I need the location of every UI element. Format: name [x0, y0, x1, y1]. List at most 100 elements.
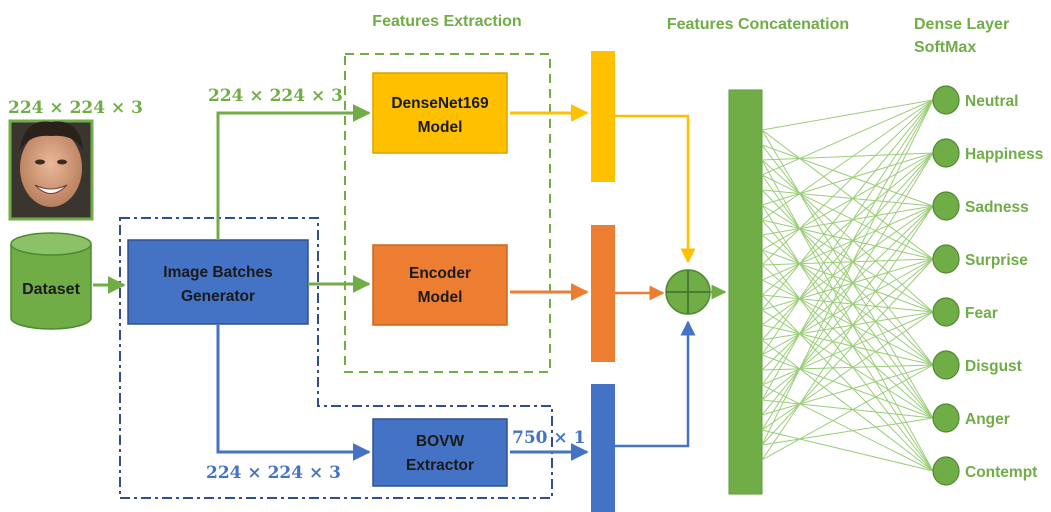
arrow-generator-to-bovw: [216, 324, 371, 461]
image-batches-generator-box: [127, 239, 309, 325]
header-features-concatenation: Features Concatenation: [667, 16, 849, 33]
densenet169-box: [372, 72, 508, 154]
class-label-fear: Fear: [965, 305, 998, 322]
dense-connection-line: [761, 429, 934, 472]
bovw-label-line1: BOVW: [416, 433, 465, 450]
dense-connection-line: [761, 205, 934, 236]
dense-connection-line: [761, 294, 934, 472]
encoder-box: [372, 244, 508, 326]
dense-connection-line: [761, 311, 934, 431]
dense-connection-line: [761, 205, 934, 416]
dense-connection-line: [761, 324, 934, 366]
bovw-output-dims: 750 × 1: [512, 428, 585, 448]
bovw-input-dims: 224 × 224 × 3: [206, 463, 341, 483]
encoder-label-line1: Encoder: [409, 265, 471, 282]
bovw-region: [119, 217, 553, 499]
dense-connection-line: [761, 364, 934, 461]
dense-connection-line: [761, 152, 934, 161]
output-node-neutral: [932, 85, 960, 115]
dense-connection-line: [761, 189, 934, 207]
class-label-disgust: Disgust: [965, 358, 1022, 375]
dense-connection-line: [761, 174, 934, 419]
dense-connection-line: [761, 205, 934, 281]
dense-connection-line: [761, 189, 934, 366]
generator-label-line2: Generator: [181, 288, 255, 305]
densenet-input-dims: 224 × 224 × 3: [208, 86, 343, 106]
dense-connection-line: [761, 99, 934, 131]
dense-connection-line: [761, 152, 934, 251]
class-label-happiness: Happiness: [965, 146, 1043, 163]
dense-connection-line: [761, 258, 934, 446]
features-extraction-region: [344, 53, 551, 373]
dense-connection-line: [761, 258, 934, 401]
dataset-cylinder: [10, 232, 92, 330]
dense-connection-line: [761, 99, 934, 221]
dense-connection-line: [761, 205, 934, 371]
class-label-neutral: Neutral: [965, 93, 1018, 110]
dense-connection-line: [761, 129, 934, 260]
bovw-label-line2: Extractor: [406, 457, 474, 474]
dense-connection-line: [761, 174, 934, 260]
dense-connection-line: [761, 249, 934, 313]
dense-connection-line: [761, 219, 934, 260]
class-label-anger: Anger: [965, 411, 1010, 428]
concatenated-feature-vector: [728, 89, 763, 495]
dense-connection-line: [761, 249, 934, 472]
output-node-surprise: [932, 244, 960, 274]
class-label-sadness: Sadness: [965, 199, 1029, 216]
dense-connection-line: [761, 258, 934, 356]
dense-connection-line: [761, 279, 934, 366]
dense-connections: [761, 99, 934, 472]
output-node-anger: [932, 403, 960, 433]
dense-connection-line: [761, 99, 934, 311]
output-node-fear: [932, 297, 960, 327]
dense-connection-line: [761, 204, 934, 472]
header-softmax: SoftMax: [914, 39, 976, 56]
output-node-sadness: [932, 191, 960, 221]
class-label-contempt: Contempt: [965, 464, 1037, 481]
dense-connection-line: [761, 204, 934, 313]
input-image-dims: 224 × 224 × 3: [8, 98, 143, 118]
dense-connection-line: [761, 144, 934, 366]
dense-connection-line: [761, 384, 934, 472]
dense-connection-line: [761, 364, 934, 416]
output-node-happiness: [932, 138, 960, 168]
encoder-label-line2: Model: [418, 289, 463, 306]
bovw-extractor-box: [372, 418, 508, 487]
header-features-extraction: Features Extraction: [372, 13, 521, 30]
dense-connection-line: [761, 152, 934, 341]
generator-label-line1: Image Batches: [163, 264, 272, 281]
class-label-surprise: Surprise: [965, 252, 1028, 269]
densenet-label-line2: Model: [418, 119, 463, 136]
dense-connection-line: [761, 234, 934, 366]
dense-connection-line: [761, 99, 934, 266]
concatenation-node: [665, 269, 711, 315]
arrow-generator-to-densenet: [216, 104, 371, 240]
dense-connection-line: [761, 264, 934, 419]
dense-connection-line: [761, 294, 934, 313]
dense-connection-line: [761, 311, 934, 386]
output-node-disgust: [932, 350, 960, 380]
dense-connection-line: [761, 399, 934, 419]
dense-connection-line: [761, 159, 934, 313]
dense-connection-line: [761, 354, 934, 419]
dense-connection-line: [761, 205, 934, 461]
dense-connection-line: [761, 311, 934, 341]
encoder-feature-vector: [591, 225, 615, 362]
header-dense-layer: Dense Layer: [914, 16, 1009, 33]
dense-connection-line: [761, 258, 934, 311]
dense-connection-line: [761, 99, 934, 356]
face-image: [8, 119, 94, 221]
densenet-feature-vector: [591, 51, 615, 182]
dense-connection-line: [761, 417, 934, 446]
dense-connection-line: [761, 152, 934, 386]
dense-connection-line: [761, 205, 934, 326]
dense-connection-line: [761, 144, 934, 207]
arrow-bovw-vector-to-concat: [615, 320, 696, 448]
dense-connection-line: [761, 129, 934, 419]
arrow-densenet-vector-to-concat: [615, 114, 696, 264]
dense-connection-line: [761, 309, 934, 419]
output-node-contempt: [932, 456, 960, 486]
dense-nodes: NeutralHappinessSadnessSurpriseFearDisgu…: [932, 85, 1043, 486]
dense-connection-line: [761, 99, 934, 401]
